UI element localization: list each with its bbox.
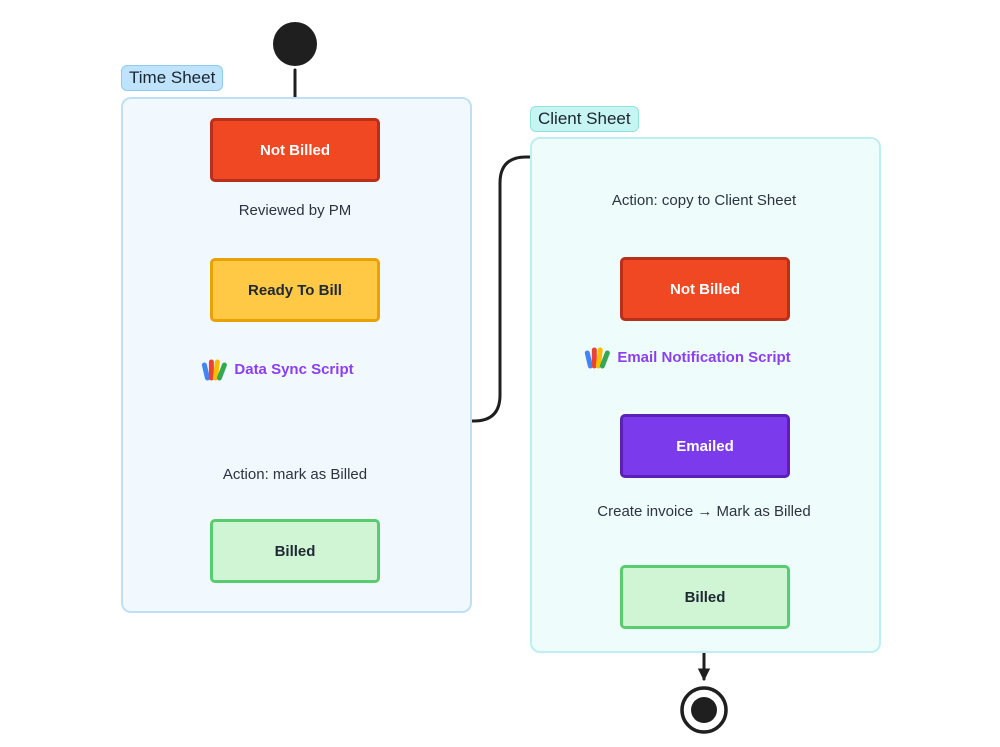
- apps-script-icon: [583, 345, 611, 369]
- copy-to-client-label: Action: copy to Client Sheet: [611, 192, 797, 209]
- client-not-billed-node[interactable]: Not Billed: [620, 257, 790, 321]
- create-invoice-label: Create invoice → Mark as Billed: [597, 503, 811, 520]
- ready-to-bill-node[interactable]: Ready To Bill: [210, 258, 380, 322]
- time-billed-node[interactable]: Billed: [210, 519, 380, 583]
- emailed-node[interactable]: Emailed: [620, 414, 790, 478]
- data-sync-script-label: Data Sync Script: [200, 357, 354, 381]
- time-sheet-label: Time Sheet: [121, 65, 224, 91]
- reviewed-by-pm-label: Reviewed by PM: [238, 202, 352, 219]
- email-notification-script-label: Email Notification Script: [583, 345, 791, 369]
- email-notification-script-text: Email Notification Script: [617, 348, 791, 366]
- final-state-dot: [691, 697, 717, 723]
- apps-script-icon: [200, 357, 228, 381]
- client-billed-node[interactable]: Billed: [620, 565, 790, 629]
- mark-as-billed-label: Action: mark as Billed: [222, 466, 368, 483]
- client-sheet-label: Client Sheet: [530, 106, 639, 132]
- data-sync-script-text: Data Sync Script: [234, 360, 354, 378]
- initial-state-dot: [273, 22, 317, 66]
- time-not-billed-node[interactable]: Not Billed: [210, 118, 380, 182]
